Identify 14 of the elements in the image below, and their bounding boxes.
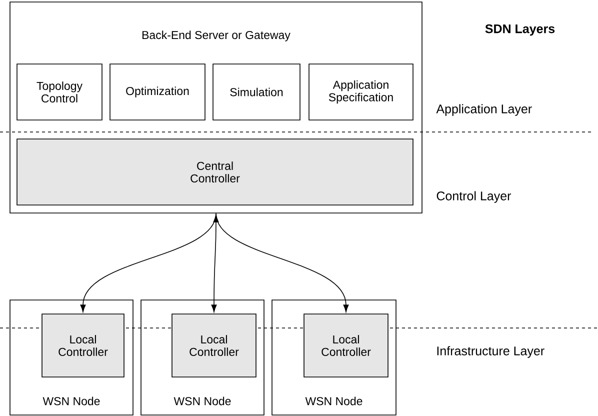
controller-box: Local Controller bbox=[172, 314, 256, 378]
controller-box: Local Controller bbox=[42, 314, 124, 378]
heading: SDN Layers bbox=[485, 24, 555, 36]
layer-label: Control Layer bbox=[436, 191, 511, 203]
arrow bbox=[211, 214, 219, 312]
module-box: Simulation bbox=[212, 64, 300, 120]
controller-box: Local Controller bbox=[304, 314, 388, 378]
module-box: Optimization bbox=[110, 64, 206, 120]
layer-label: Application Layer bbox=[436, 104, 532, 116]
arrow bbox=[216, 213, 349, 312]
layer-label: Infrastructure Layer bbox=[437, 346, 544, 358]
module-box: Topology Control bbox=[16, 64, 102, 120]
module-box: Application Specification bbox=[308, 64, 414, 120]
controller-box: Central Controller bbox=[16, 138, 414, 206]
